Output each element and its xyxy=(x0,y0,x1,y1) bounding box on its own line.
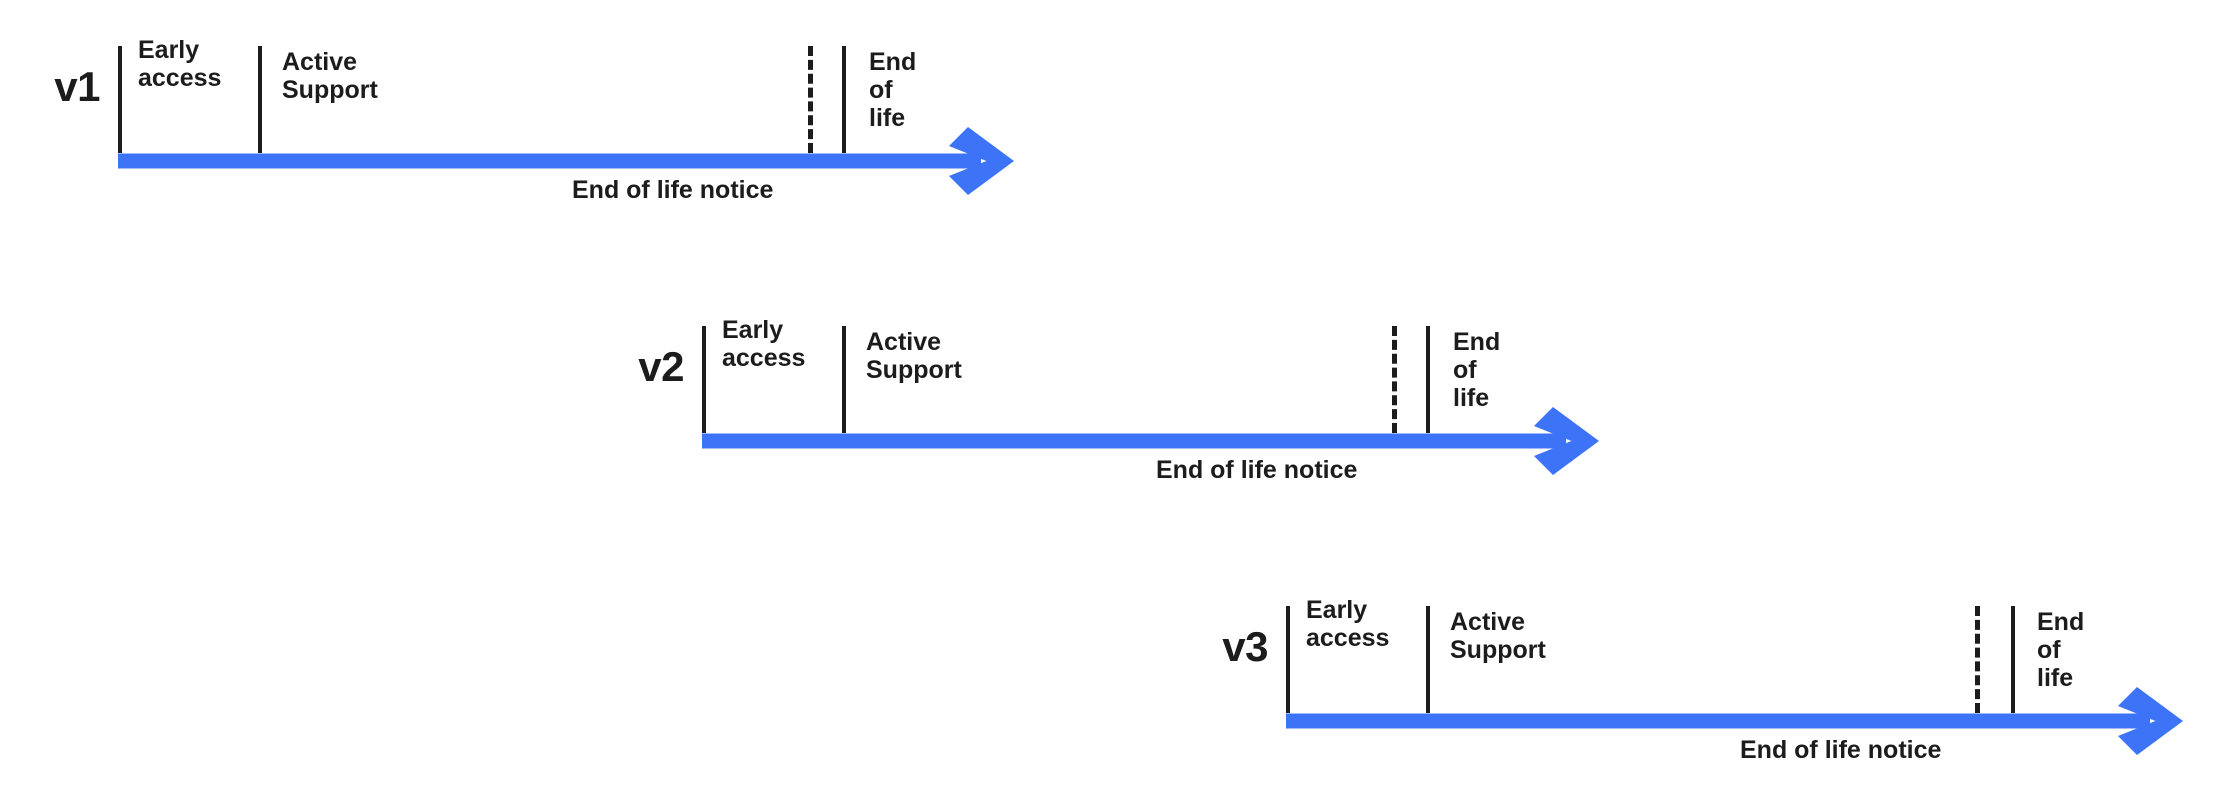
lifecycle-arrow-v2 xyxy=(702,406,1599,475)
version-label-v1: v1 xyxy=(54,63,100,110)
end-of-life-notice-label-v2: End of life notice xyxy=(1156,456,1358,484)
phase-divider-tick xyxy=(1426,326,1430,433)
lifecycle-arrow-v3 xyxy=(1286,686,2183,755)
end-of-life-notice-label-v1: End of life notice xyxy=(572,176,774,204)
phase-divider-tick xyxy=(842,46,846,153)
phase-label-end-of-life-v2: End of life xyxy=(1453,328,1501,412)
end-of-life-notice-marker xyxy=(808,46,813,153)
phase-divider-tick xyxy=(258,46,262,153)
end-of-life-notice-marker xyxy=(1392,326,1397,433)
phase-label-active-support-v3: Active Support xyxy=(1450,608,1546,664)
phase-label-end-of-life-v1: End of life xyxy=(869,48,917,132)
phase-divider-tick xyxy=(2011,606,2015,713)
phase-divider-tick xyxy=(1286,606,1290,713)
phase-label-end-of-life-v3: End of life xyxy=(2037,608,2085,692)
phase-label-early-access-v1: Early access xyxy=(138,36,222,92)
arrow-shaft xyxy=(118,153,981,168)
arrow-head xyxy=(1534,406,1599,475)
arrow-shaft xyxy=(702,433,1566,448)
version-label-v2: v2 xyxy=(638,343,684,390)
lifecycle-arrow-v1 xyxy=(118,126,1014,195)
phase-label-early-access-v2: Early access xyxy=(722,316,806,372)
phase-divider-tick xyxy=(702,326,706,433)
phase-label-active-support-v2: Active Support xyxy=(866,328,962,384)
phase-label-early-access-v3: Early access xyxy=(1306,596,1390,652)
end-of-life-notice-marker xyxy=(1975,606,1980,713)
arrow-head xyxy=(2118,686,2183,755)
phase-label-active-support-v1: Active Support xyxy=(282,48,378,104)
phase-divider-tick xyxy=(1426,606,1430,713)
arrow-head xyxy=(949,126,1014,195)
end-of-life-notice-label-v3: End of life notice xyxy=(1740,736,1942,764)
phase-divider-tick xyxy=(842,326,846,433)
version-label-v3: v3 xyxy=(1222,623,1268,670)
arrow-shaft xyxy=(1286,713,2150,728)
phase-divider-tick xyxy=(118,46,122,153)
